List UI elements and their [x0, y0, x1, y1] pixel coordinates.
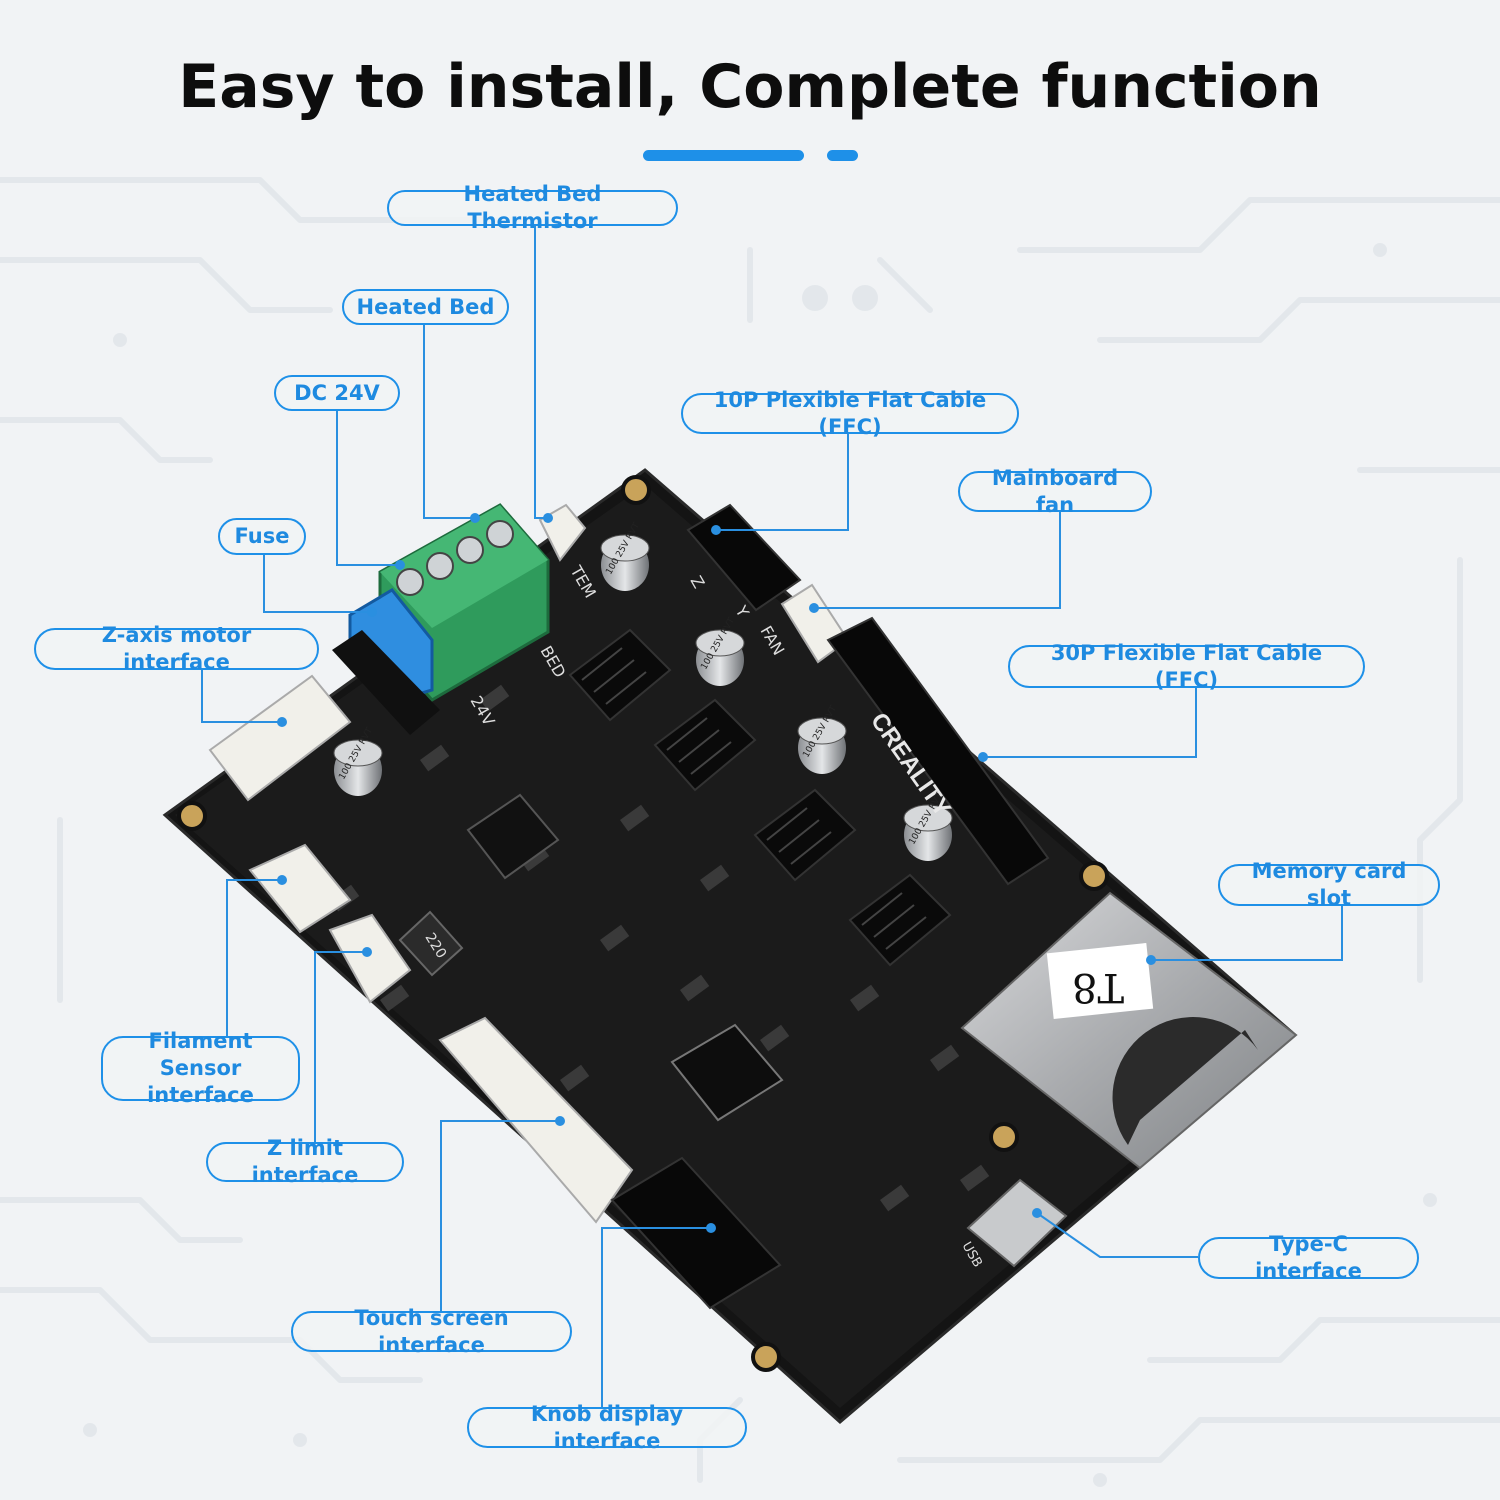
- sd-card-slot: T8: [960, 891, 1298, 1170]
- callout-filament-sensor: Filament Sensor interface: [101, 1029, 300, 1107]
- page-title: Easy to install, Complete function: [178, 52, 1322, 122]
- capacitors: [333, 534, 953, 861]
- callout-type-c: Type-C interface: [1198, 1232, 1419, 1283]
- callout-memory-card: Memory card slot: [1218, 859, 1440, 910]
- callout-fuse: Fuse: [218, 518, 306, 555]
- callout-heated-bed-thermistor: Heated Bed Thermistor: [387, 182, 678, 233]
- driver-chip: [466, 793, 560, 880]
- sd-card-label: T8: [1072, 964, 1124, 1010]
- inductor: [398, 910, 464, 977]
- accent-bar-long: [643, 150, 804, 161]
- accent-bar-short: [827, 150, 858, 161]
- callout-heated-bed: Heated Bed: [342, 289, 509, 325]
- callout-mainboard-fan: Mainboard fan: [958, 466, 1152, 517]
- callout-ffc-10p: 10P Plexible Flat Cable (FFC): [681, 388, 1019, 439]
- callout-touch-screen: Touch screen interface: [291, 1306, 572, 1357]
- callout-z-axis-motor: Z-axis motor interface: [34, 623, 319, 674]
- callout-z-limit: Z limit interface: [206, 1136, 404, 1187]
- callout-dc-24v: DC 24V: [274, 375, 400, 411]
- callout-knob-display: Knob display interface: [467, 1402, 747, 1453]
- mounting-holes: [177, 475, 1109, 1372]
- sd-card-label-plate: [1046, 942, 1154, 1020]
- mcu-chip: [670, 1023, 784, 1122]
- callout-ffc-30p: 30P Flexible Flat Cable (FFC): [1008, 641, 1365, 692]
- heatsinks: [568, 628, 952, 967]
